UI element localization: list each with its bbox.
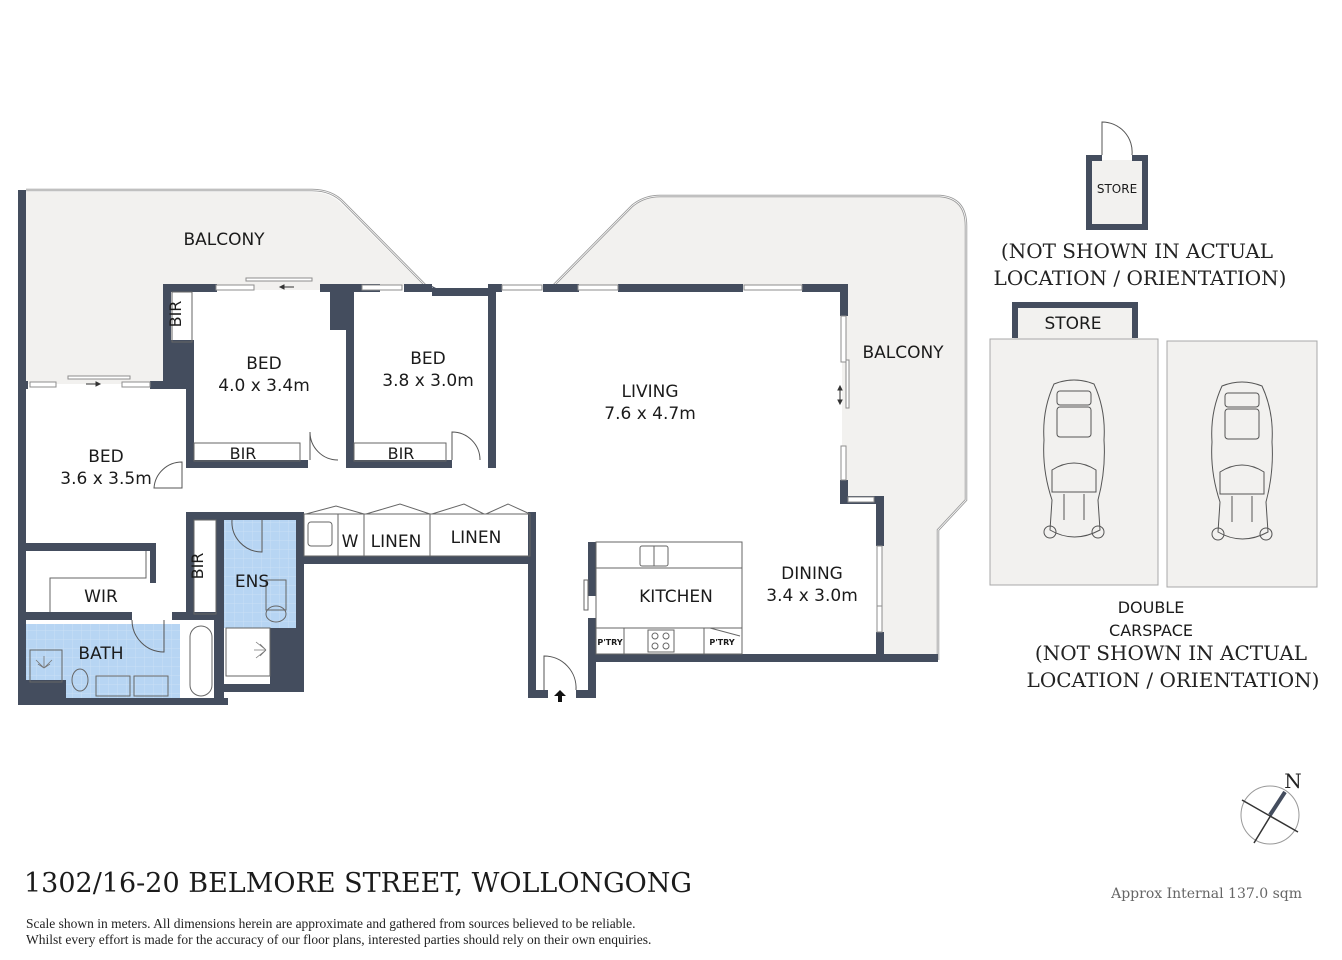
label-linen-2: LINEN — [451, 528, 502, 548]
label-bir-bed1: BIR — [230, 444, 257, 463]
label-kitchen: KITCHEN — [639, 587, 713, 607]
car-icon — [1043, 379, 1105, 539]
label-balcony-west: BALCONY — [183, 230, 265, 250]
label-laundry: W — [342, 532, 359, 552]
entry-arrow-icon — [554, 690, 566, 702]
balcony-east-area — [553, 196, 966, 660]
label-balcony-east: BALCONY — [862, 343, 944, 363]
store-garage — [1012, 302, 1138, 339]
label-store-small: STORE — [1097, 182, 1137, 196]
label-wir: WIR — [84, 587, 118, 607]
label-bed1: BED — [246, 354, 282, 374]
property-address: 1302/16-20 BELMORE STREET, WOLLONGONG — [24, 868, 692, 899]
joinery — [29, 291, 743, 697]
slide-arrows — [86, 284, 843, 406]
carspace-1 — [989, 338, 1159, 586]
carspace-2 — [1166, 340, 1318, 588]
balcony-west-rail-inner — [26, 189, 429, 289]
approx-internal-area: Approx Internal 137.0 sqm — [1111, 886, 1302, 902]
label-pantry-1: P'TRY — [597, 638, 622, 647]
label-ens: ENS — [235, 572, 269, 592]
north-compass-icon — [1240, 785, 1300, 845]
label-bed3: BED — [88, 447, 124, 467]
label-living: LIVING — [621, 382, 678, 402]
disclaimer-line-2: Whilst every effort is made for the accu… — [26, 932, 652, 947]
disclaimer-line-1: Scale shown in meters. All dimensions he… — [26, 916, 636, 931]
label-dining-size: 3.4 x 3.0m — [766, 586, 858, 606]
store-note-line1: (NOT SHOWN IN ACTUAL — [1001, 239, 1273, 263]
label-pantry-2: P'TRY — [709, 638, 734, 647]
compass-north-label: N — [1284, 769, 1302, 793]
windows — [29, 277, 883, 633]
shower-heads — [35, 641, 267, 669]
label-bed1-size: 4.0 x 3.4m — [218, 376, 310, 396]
balcony-east-rail-inner — [550, 195, 967, 660]
carspace-note-line2: LOCATION / ORIENTATION) — [1027, 668, 1320, 692]
label-carspace-line1: DOUBLE — [1118, 598, 1185, 617]
label-living-size: 7.6 x 4.7m — [604, 404, 696, 424]
walls — [18, 190, 938, 705]
label-carspace-line2: CARSPACE — [1109, 621, 1193, 640]
label-linen-1: LINEN — [371, 532, 422, 552]
label-bed2-size: 3.8 x 3.0m — [382, 371, 474, 391]
carspace-note-line1: (NOT SHOWN IN ACTUAL — [1035, 641, 1307, 665]
store-note-line2: LOCATION / ORIENTATION) — [994, 266, 1287, 290]
label-bir-bed2: BIR — [388, 444, 415, 463]
label-bir-bed3: BIR — [188, 553, 207, 580]
car-icon — [1211, 381, 1273, 541]
label-bath: BATH — [78, 644, 123, 664]
label-bed3-size: 3.6 x 3.5m — [60, 469, 152, 489]
store-small — [1086, 155, 1148, 230]
doors — [131, 121, 1133, 691]
label-bir-bed1-side: BIR — [166, 301, 185, 328]
label-store-garage: STORE — [1044, 314, 1101, 334]
label-dining: DINING — [781, 564, 843, 584]
label-bed2: BED — [410, 349, 446, 369]
